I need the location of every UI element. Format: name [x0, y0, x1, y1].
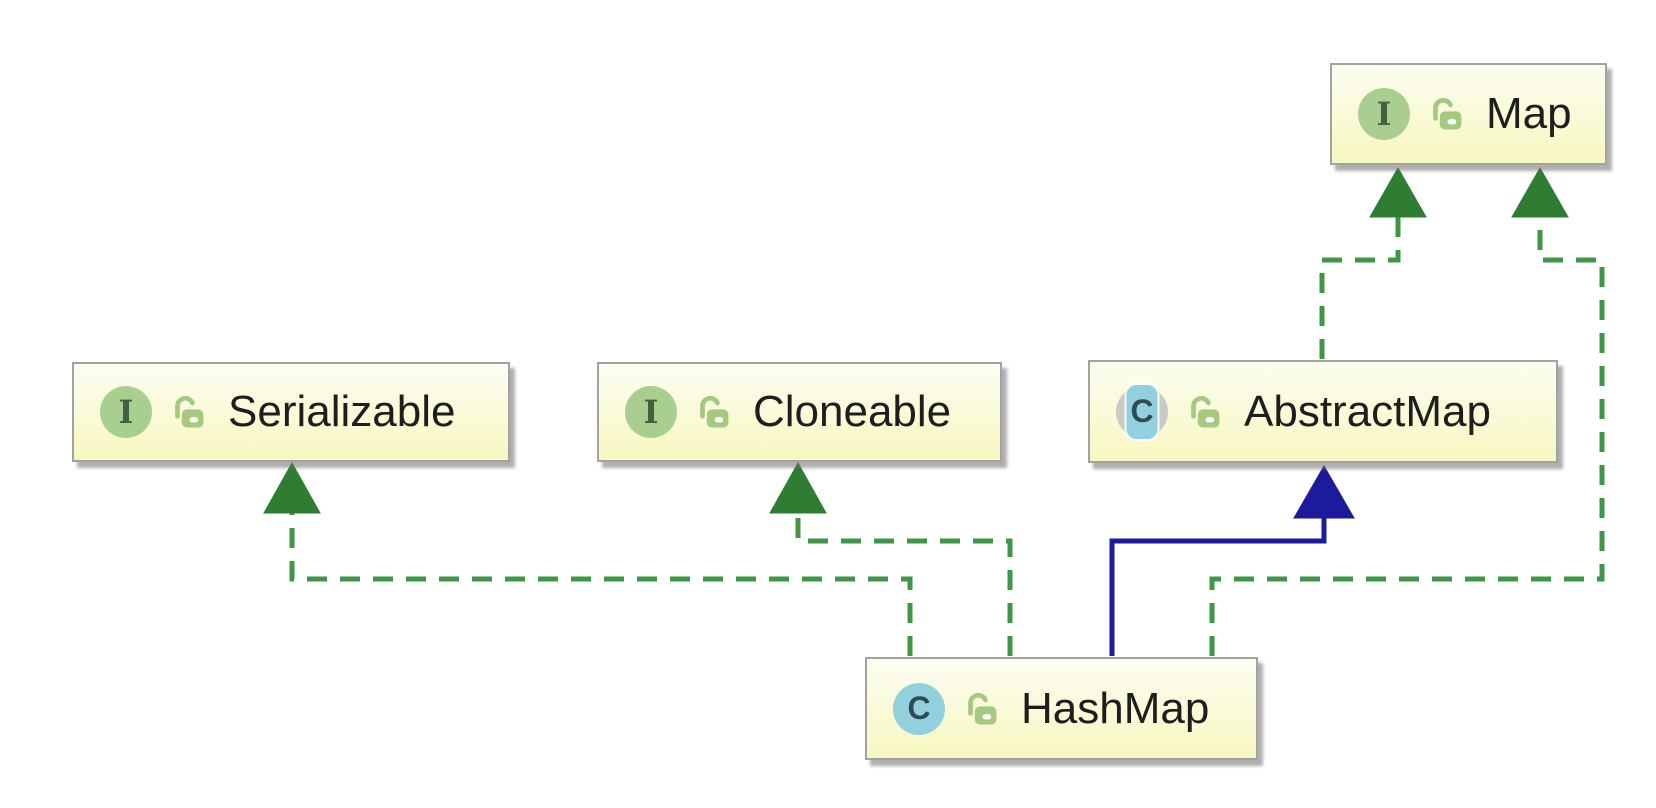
node-label: Map	[1486, 89, 1572, 138]
interface-icon-letter: I	[1376, 95, 1392, 133]
node-label: Cloneable	[753, 387, 952, 436]
class-icon-letter: C	[907, 690, 931, 726]
edge-hashmap-implements-serializable	[289, 512, 913, 656]
public-visibility-lock-icon	[175, 395, 204, 428]
abstract-class-icon-letter: C	[1130, 393, 1154, 429]
interface-icon-letter: I	[643, 393, 659, 431]
node-cloneable[interactable]: I Cloneable	[597, 362, 1002, 462]
public-visibility-lock-icon	[1433, 97, 1462, 130]
arrowhead-map-left	[1369, 166, 1427, 218]
arrowhead-map-right	[1511, 166, 1569, 218]
public-visibility-lock-icon	[968, 692, 997, 725]
interface-icon: I	[1358, 88, 1410, 140]
node-label: AbstractMap	[1244, 386, 1491, 436]
class-icon: C	[893, 682, 945, 735]
interface-icon: I	[100, 386, 152, 438]
arrowhead-cloneable	[769, 461, 827, 514]
node-hash-map[interactable]: C HashMap	[865, 657, 1258, 760]
node-label: HashMap	[1021, 683, 1210, 733]
edge-hashmap-extends-abstractmap	[1109, 516, 1327, 656]
interface-icon-letter: I	[118, 393, 134, 431]
abstract-class-icon-band	[1126, 384, 1158, 439]
node-serializable[interactable]: I Serializable	[72, 362, 510, 462]
public-visibility-lock-icon	[1191, 395, 1220, 428]
abstract-class-icon: C	[1116, 384, 1168, 439]
node-abstract-map[interactable]: C AbstractMap	[1088, 360, 1558, 463]
node-label: Serializable	[228, 387, 456, 436]
arrowhead-serializable	[263, 461, 321, 514]
node-map[interactable]: I Map	[1330, 63, 1607, 165]
edge-abstractmap-implements-map	[1319, 216, 1401, 359]
arrowhead-abstractmap	[1293, 464, 1355, 519]
edge-hashmap-implements-cloneable	[795, 512, 1013, 656]
interface-icon: I	[625, 386, 677, 438]
public-visibility-lock-icon	[700, 395, 729, 428]
